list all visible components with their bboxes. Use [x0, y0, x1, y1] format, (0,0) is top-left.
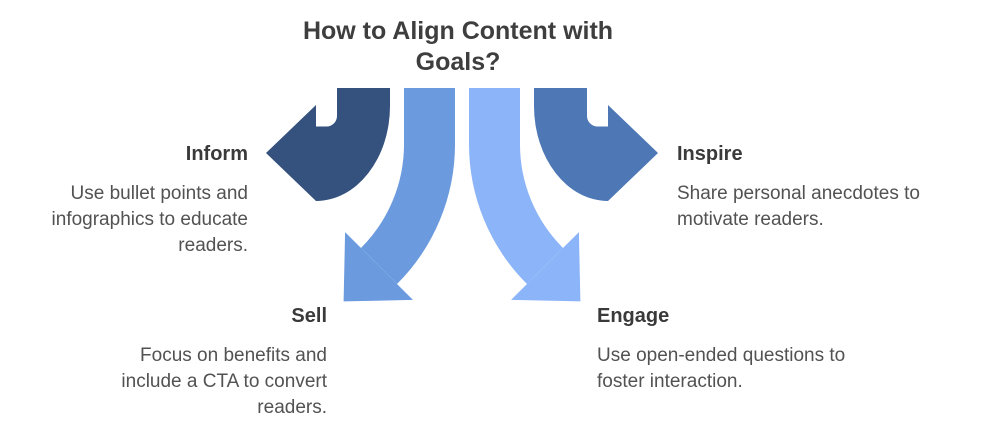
goal-item-engage: Engage Use open-ended questions to foste…: [597, 304, 947, 395]
goal-item-inspire: Inspire Share personal anecdotes to moti…: [677, 142, 987, 233]
inform-description: Use bullet points and infographics to ed…: [0, 181, 248, 259]
description-line: Share personal anecdotes to: [677, 183, 920, 204]
inspire-arrow-icon: [534, 88, 658, 201]
sell-arrow-shaft: [360, 88, 456, 285]
inspire-label: Inspire: [677, 143, 743, 165]
description-line: foster interaction.: [597, 371, 743, 392]
description-line: motivate readers.: [677, 209, 824, 230]
sell-arrow-head-icon: [343, 232, 413, 302]
sell-label: Sell: [291, 305, 327, 327]
page-title: How to Align Content with Goals?: [0, 16, 916, 78]
page-title-line: How to Align Content with: [302, 17, 614, 45]
page-title-line: Goals?: [415, 48, 501, 76]
description-line: Use open-ended questions to: [597, 345, 846, 366]
goal-item-inform: Inform Use bullet points and infographic…: [0, 142, 248, 259]
engage-label: Engage: [597, 305, 670, 327]
description-line: infographics to educate: [51, 209, 248, 230]
description-line: include a CTA to convert: [121, 371, 327, 392]
description-line: Focus on benefits and: [140, 345, 327, 366]
description-line: Use bullet points and: [70, 183, 248, 204]
goal-item-sell: Sell Focus on benefits and include a CTA…: [27, 304, 327, 421]
inform-label: Inform: [185, 143, 248, 165]
description-line: readers.: [257, 397, 327, 418]
engage-description: Use open-ended questions to foster inter…: [597, 343, 947, 395]
inspire-description: Share personal anecdotes to motivate rea…: [677, 181, 987, 233]
description-line: readers.: [178, 235, 248, 256]
inform-arrow-icon: [266, 88, 390, 201]
engage-arrow-shaft: [468, 88, 564, 285]
engage-arrow-head-icon: [511, 232, 581, 302]
sell-description: Focus on benefits and include a CTA to c…: [27, 343, 327, 421]
